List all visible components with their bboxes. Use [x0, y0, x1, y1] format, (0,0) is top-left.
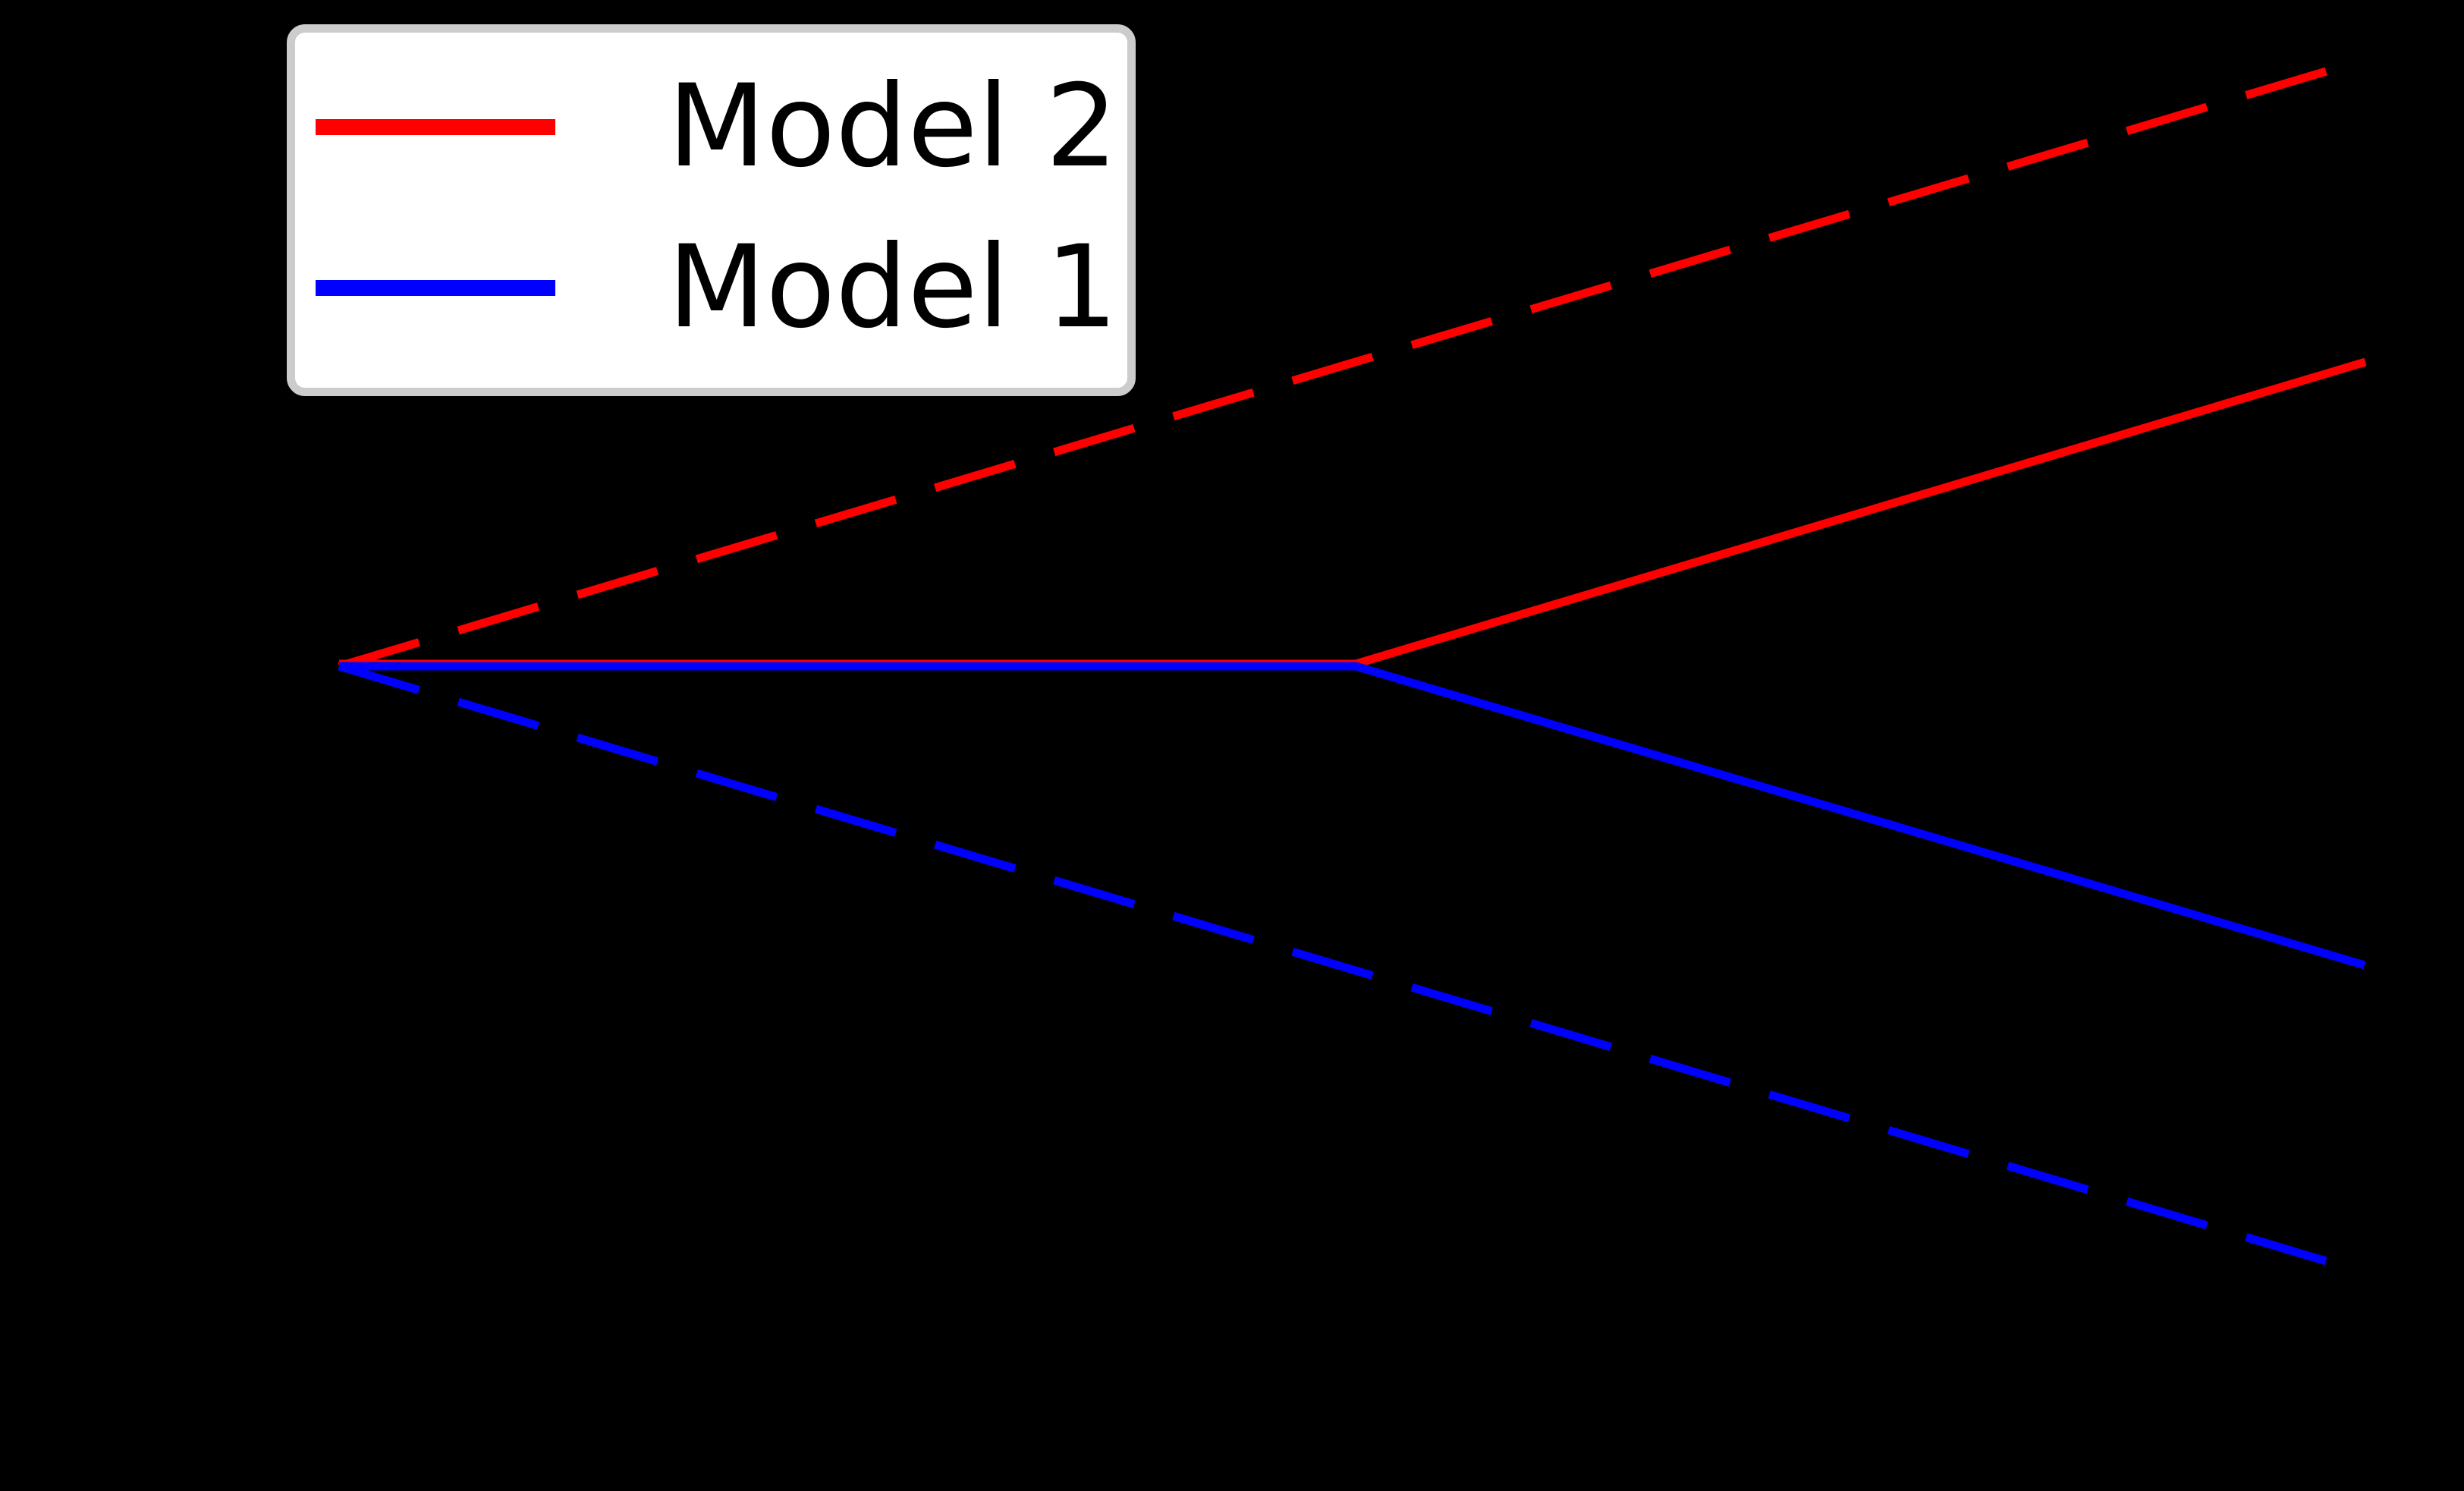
series-model-1-central	[339, 662, 2366, 970]
legend-line-sample-model-1	[316, 279, 555, 296]
series-model-1-lower-bound	[338, 662, 2363, 1276]
series-model-2-central	[339, 357, 2367, 668]
legend: Model 2 Model 1	[287, 24, 1136, 396]
legend-item-model-1: Model 1	[316, 207, 1117, 368]
legend-line-sample-model-2	[316, 118, 555, 135]
series-model-2-upper-bound	[338, 56, 2363, 671]
legend-label-model-1: Model 1	[668, 222, 1118, 354]
legend-label-model-2: Model 2	[668, 61, 1118, 193]
legend-item-model-2: Model 2	[316, 46, 1117, 207]
